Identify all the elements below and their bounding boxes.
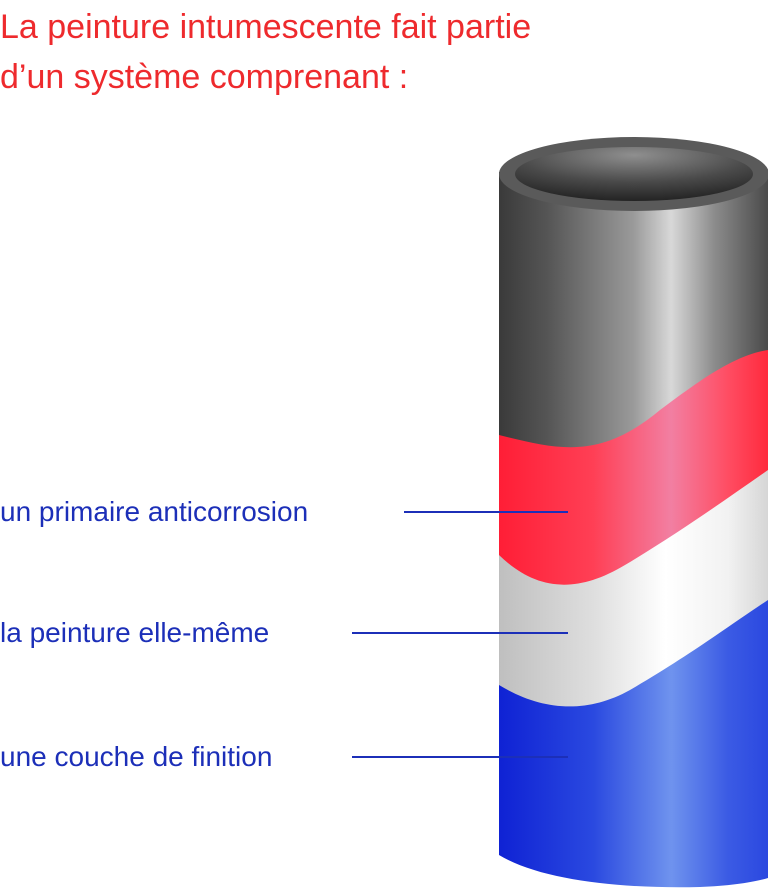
label-topcoat: une couche de finition bbox=[0, 741, 273, 772]
pipe-bottom-edge bbox=[499, 855, 768, 891]
title-line-1: La peinture intumescente fait partie bbox=[0, 8, 532, 46]
diagram-title: La peinture intumescente fait partie d’u… bbox=[0, 2, 531, 102]
title-line-2: d’un système comprenant : bbox=[0, 58, 409, 96]
pipe-opening bbox=[515, 147, 753, 201]
label-intumescent-paint: la peinture elle-même bbox=[0, 617, 270, 648]
label-primer: un primaire anticorrosion bbox=[0, 496, 309, 527]
topcoat-layer bbox=[499, 600, 768, 891]
